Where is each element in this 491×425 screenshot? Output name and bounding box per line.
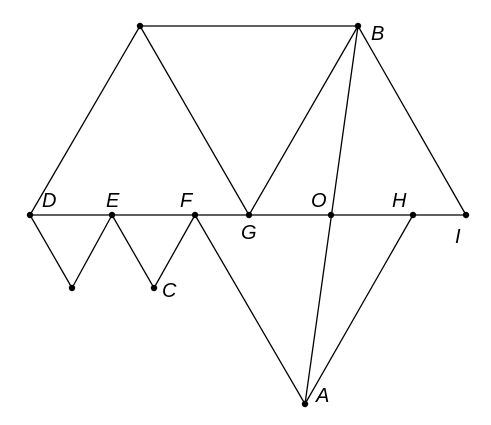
label-F: F [180, 190, 194, 212]
segment-CF [153, 214, 196, 289]
point-top-left [136, 22, 144, 30]
point-A [301, 400, 309, 408]
point-B [354, 22, 362, 30]
segment-D-bottom [29, 214, 73, 289]
label-O: O [311, 190, 327, 212]
segment-EC [111, 214, 155, 289]
point-C [150, 284, 158, 292]
segment-AH [304, 214, 414, 405]
label-H: H [392, 190, 407, 212]
point-I [462, 211, 470, 219]
point-D [26, 211, 34, 219]
point-F [191, 211, 199, 219]
segment-top-G [139, 25, 250, 216]
point-H [409, 211, 417, 219]
segment-FA [194, 214, 306, 405]
label-C: C [162, 280, 177, 302]
segment-GB [248, 25, 359, 216]
label-G: G [241, 222, 257, 244]
label-D: D [42, 190, 56, 212]
label-E: E [106, 190, 120, 212]
label-B: B [371, 23, 384, 45]
label-A: A [315, 385, 329, 407]
segment-bottom-E [71, 214, 113, 289]
point-O [327, 211, 335, 219]
point-bottom-left [68, 284, 76, 292]
point-G [245, 211, 253, 219]
segment-BI [357, 25, 467, 216]
point-E [108, 211, 116, 219]
label-I: I [455, 226, 461, 248]
segment-D-top [29, 25, 141, 216]
